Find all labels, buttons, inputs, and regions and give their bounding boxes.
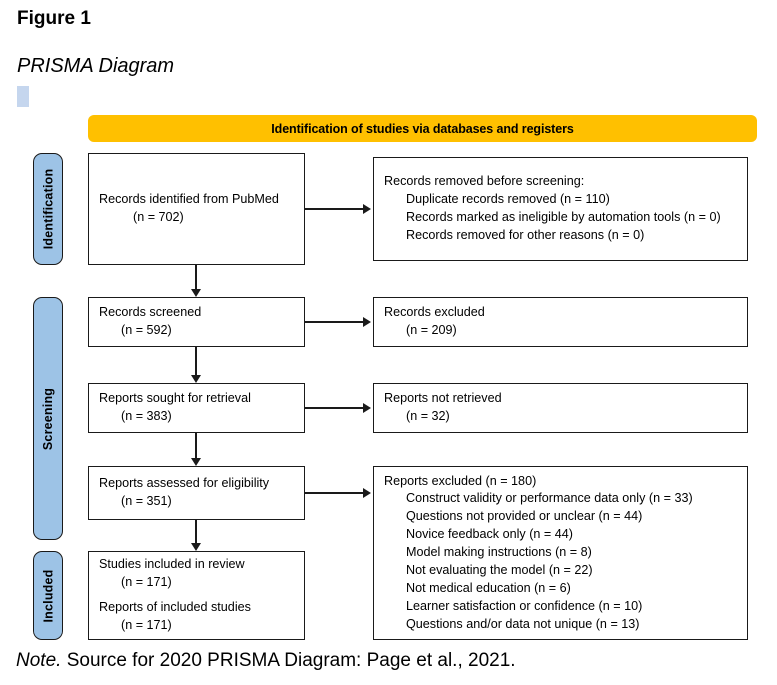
connector-identified-to-screened xyxy=(195,265,197,289)
box-line: Learner satisfaction or confidence (n = … xyxy=(406,598,643,613)
title-marker-swatch xyxy=(17,86,29,107)
connector-screened-to-sought xyxy=(195,347,197,375)
arrowhead-screened-to-records-excluded xyxy=(363,317,371,327)
connector-assessed-to-included xyxy=(195,520,197,543)
box-line: Studies included in review xyxy=(99,557,245,571)
box-line: (n = 171) xyxy=(121,618,172,633)
box-line: (n = 171) xyxy=(121,574,172,589)
box-line: Model making instructions (n = 8) xyxy=(406,545,592,560)
figure-note-text: Source for 2020 PRISMA Diagram: Page et … xyxy=(61,650,516,671)
box-line: (n = 32) xyxy=(406,409,450,423)
figure-label: Figure 1 xyxy=(17,8,91,29)
arrowhead-screened-to-sought xyxy=(191,375,201,383)
box-studies-included: Studies included in review (n = 171) Rep… xyxy=(88,551,305,640)
box-line: (n = 351) xyxy=(121,494,172,508)
box-records-removed-before-screening: Records removed before screening: Duplic… xyxy=(373,157,748,261)
connector-screened-to-records-excluded xyxy=(305,321,363,323)
stage-label-included-text: Included xyxy=(41,569,55,622)
box-line: Records excluded xyxy=(384,305,485,320)
connector-sought-to-not-retrieved xyxy=(305,407,363,409)
box-line: Duplicate records removed (n = 110) xyxy=(406,192,610,207)
box-line: Records identified from PubMed xyxy=(99,192,279,207)
box-line-text: : xyxy=(580,174,585,189)
box-line: Questions not provided or unclear (n = 4… xyxy=(406,509,643,524)
box-line: Reports sought for retrieval xyxy=(99,391,251,406)
box-line-text: Records removed xyxy=(384,174,487,189)
box-line: (n = 592) xyxy=(121,323,172,337)
box-reports-sought-for-retrieval: Reports sought for retrieval (n = 383) xyxy=(88,383,305,433)
box-line: Reports assessed for eligibility xyxy=(99,476,270,491)
box-line: (n = 383) xyxy=(121,409,172,423)
box-line: Novice feedback only (n = 44) xyxy=(406,527,573,542)
box-line: (n = 209) xyxy=(406,323,457,337)
connector-identified-to-removed xyxy=(305,208,363,210)
box-line: Not medical education (n = 6) xyxy=(406,580,571,595)
box-line-emphasis: before screening xyxy=(486,174,581,189)
stage-label-identification: Identification xyxy=(33,153,63,265)
box-line: Records marked as ineligible by automati… xyxy=(406,210,721,224)
box-line: Reports excluded (n = 180) xyxy=(384,473,537,488)
arrowhead-assessed-to-included xyxy=(191,543,201,551)
box-line-spacer xyxy=(99,592,294,600)
box-records-identified: Records identified from PubMed (n = 702) xyxy=(88,153,305,265)
arrowhead-identified-to-removed xyxy=(363,204,371,214)
connector-sought-to-assessed xyxy=(195,433,197,458)
arrowhead-identified-to-screened xyxy=(191,289,201,297)
box-reports-excluded: Reports excluded (n = 180) Construct val… xyxy=(373,466,748,640)
stage-label-included: Included xyxy=(33,551,63,640)
box-line: Not evaluating the model (n = 22) xyxy=(406,562,593,577)
arrowhead-assessed-to-reports-excluded xyxy=(363,488,371,498)
arrowhead-sought-to-assessed xyxy=(191,458,201,466)
box-line: Records screened xyxy=(99,305,202,320)
figure-note-prefix: Note. xyxy=(16,650,62,671)
box-records-screened: Records screened (n = 592) xyxy=(88,297,305,347)
box-line: (n = 702) xyxy=(133,210,184,224)
box-line: Reports not retrieved xyxy=(384,391,502,406)
arrowhead-sought-to-not-retrieved xyxy=(363,403,371,413)
figure-subtitle: PRISMA Diagram xyxy=(17,55,175,77)
box-line: Records removed for other reasons (n = 0… xyxy=(406,227,645,242)
stage-label-screening: Screening xyxy=(33,297,63,540)
box-reports-not-retrieved: Reports not retrieved (n = 32) xyxy=(373,383,748,433)
box-line: Reports of included studies xyxy=(99,600,251,615)
identification-banner: Identification of studies via databases … xyxy=(88,115,757,142)
figure-note: Note. Source for 2020 PRISMA Diagram: Pa… xyxy=(16,650,516,672)
box-line: Construct validity or performance data o… xyxy=(406,491,693,506)
connector-assessed-to-reports-excluded xyxy=(305,492,363,494)
stage-label-identification-text: Identification xyxy=(41,168,56,250)
box-line: Questions and/or data not unique (n = 13… xyxy=(406,616,640,631)
box-reports-assessed-for-eligibility: Reports assessed for eligibility (n = 35… xyxy=(88,466,305,520)
box-records-excluded: Records excluded (n = 209) xyxy=(373,297,748,347)
box-line: Records removed before screening: xyxy=(384,173,737,191)
banner-title: Identification of studies via databases … xyxy=(271,121,574,136)
stage-label-screening-text: Screening xyxy=(41,387,55,450)
